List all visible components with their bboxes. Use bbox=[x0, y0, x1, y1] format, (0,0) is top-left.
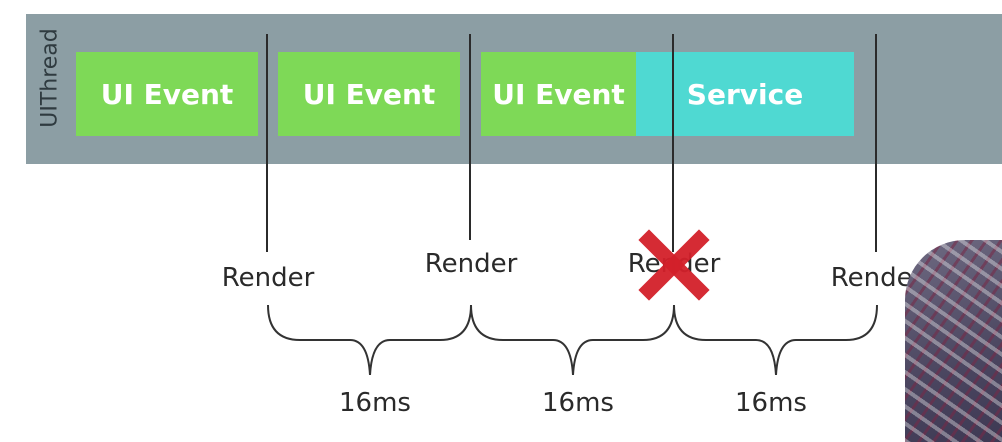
interval-brace-3 bbox=[673, 304, 878, 376]
ui-event-block-2: UI Event bbox=[278, 52, 460, 136]
vsync-line-3 bbox=[672, 34, 674, 252]
interval-brace-1 bbox=[267, 304, 472, 376]
dropped-frame-x-icon bbox=[638, 229, 710, 301]
vsync-line-4 bbox=[875, 34, 877, 252]
vsync-line-1 bbox=[266, 34, 268, 252]
ui-event-block-1: UI Event bbox=[76, 52, 258, 136]
ui-event-block-3: UI Event bbox=[481, 52, 636, 136]
interval-brace-2 bbox=[470, 304, 675, 376]
vsync-line-2 bbox=[469, 34, 471, 240]
interval-label-2: 16ms bbox=[542, 388, 614, 418]
render-label-1: Render bbox=[221, 263, 315, 293]
presenter-shoulder bbox=[905, 240, 1002, 442]
interval-label-1: 16ms bbox=[339, 388, 411, 418]
render-label-2: Render bbox=[424, 249, 518, 279]
interval-label-3: 16ms bbox=[735, 388, 807, 418]
